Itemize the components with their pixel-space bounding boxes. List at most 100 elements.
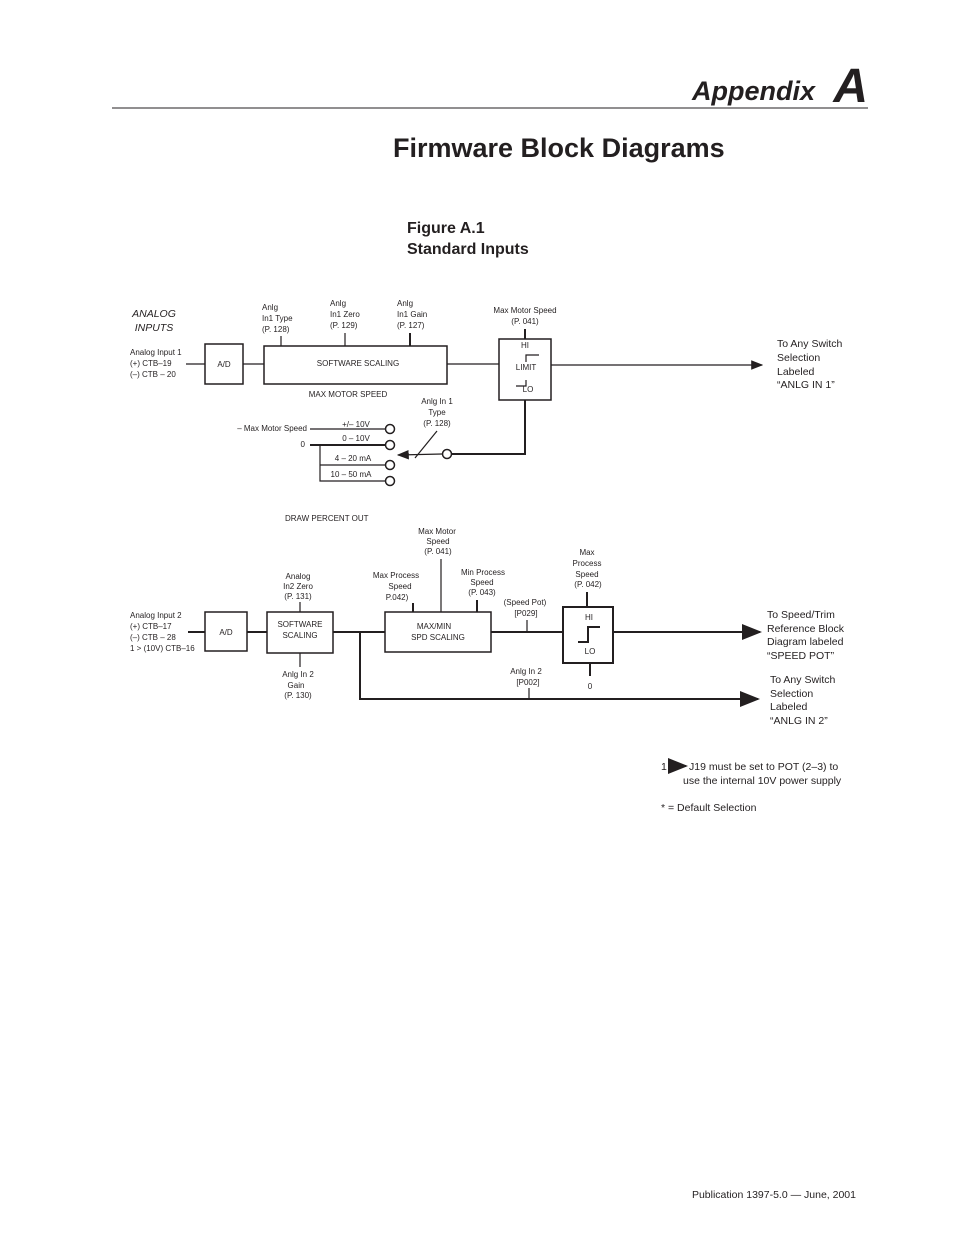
param-label: P.042) <box>386 593 409 602</box>
param-label: Speed <box>388 582 411 591</box>
note-text: use the internal 10V power supply <box>683 775 842 787</box>
param-label: (P. 041) <box>424 547 452 556</box>
output-label: To Speed/Trim <box>767 609 835 621</box>
switch-option: 0 – 10V <box>342 434 370 443</box>
scaling-sub-label: MAX MOTOR SPEED <box>309 390 388 399</box>
limit-label: LIMIT <box>516 363 537 372</box>
scaling-label: SCALING <box>282 631 317 640</box>
page-title: Firmware Block Diagrams <box>393 133 725 163</box>
param-label: (P. 130) <box>284 691 312 700</box>
param-label: Anlg <box>330 299 346 308</box>
switch-option: 10 – 50 mA <box>331 470 373 479</box>
appendix-label: Appendix <box>691 76 816 106</box>
param-label: Max Motor <box>418 527 456 536</box>
param-label: (P. 128) <box>423 419 451 428</box>
param-label: (P. 131) <box>284 592 312 601</box>
limit-hi: HI <box>585 613 593 622</box>
software-scaling-block <box>263 345 448 385</box>
limit-hi: HI <box>521 341 529 350</box>
param-label: (P. 041) <box>511 317 539 326</box>
param-label: (Speed Pot) <box>504 598 547 607</box>
maxmin-label: MAX/MIN <box>417 622 451 631</box>
input-label: (–) CTB – 28 <box>130 633 176 642</box>
section-label: INPUTS <box>135 322 174 334</box>
param-label: In1 Type <box>262 314 293 323</box>
output-label: Diagram labeled <box>767 636 844 648</box>
input-label: Analog Input 1 <box>130 348 182 357</box>
output-label: “ANLG IN 1” <box>777 379 835 391</box>
limit-lo: LO <box>585 647 596 656</box>
param-label: Min Process <box>461 568 505 577</box>
input-label: Analog Input 2 <box>130 611 182 620</box>
appendix-letter: A <box>832 60 868 113</box>
notes: 1 J19 must be set to POT (2–3) to use th… <box>661 758 842 814</box>
maxmin-scaling-block <box>384 611 492 653</box>
draw-label: DRAW PERCENT OUT <box>285 514 369 523</box>
param-label: Process <box>573 559 602 568</box>
param-label: (P. 127) <box>397 321 425 330</box>
switch-option: +/– 10V <box>342 420 370 429</box>
input-label: (–) CTB – 20 <box>130 370 176 379</box>
switch-input-label: – Max Motor Speed <box>237 424 307 433</box>
input-label: 1 > (10V) CTB–16 <box>130 644 195 653</box>
param-label: Speed <box>575 570 598 579</box>
param-label: Anlg In 2 <box>282 670 314 679</box>
param-label: Type <box>428 408 446 417</box>
param-label: (P. 042) <box>574 580 602 589</box>
figure-caption: Standard Inputs <box>407 241 529 258</box>
param-label: Speed <box>470 578 493 587</box>
param-label: Analog <box>286 572 311 581</box>
output-label: “SPEED POT” <box>767 650 835 662</box>
param-label: Anlg In 2 <box>510 667 542 676</box>
param-label: [P029] <box>514 609 537 618</box>
output-label: Labeled <box>770 701 808 713</box>
note-number: 1 <box>661 761 667 773</box>
param-label: Max Motor Speed <box>493 306 556 315</box>
switch-contact <box>384 459 396 471</box>
param-label: (P. 043) <box>468 588 496 597</box>
param-label: In1 Gain <box>397 310 427 319</box>
input-label: (+) CTB–17 <box>130 622 172 631</box>
output-label: To Any Switch <box>777 338 843 350</box>
param-label: Max Process <box>373 571 419 580</box>
publication-footer: Publication 1397-5.0 — June, 2001 <box>692 1189 856 1201</box>
param-label: Anlg <box>397 299 413 308</box>
switch-pivot <box>441 448 453 460</box>
switch-contact <box>384 423 396 435</box>
maxmin-label: SPD SCALING <box>411 633 465 642</box>
param-label: In1 Zero <box>330 310 360 319</box>
ad-label: A/D <box>217 360 231 369</box>
output-label: To Any Switch <box>770 674 836 686</box>
figure-number: Figure A.1 <box>407 220 485 237</box>
note-text: J19 must be set to POT (2–3) to <box>689 761 838 773</box>
param-label: [P002] <box>516 678 539 687</box>
output-label: “ANLG IN 2” <box>770 715 828 727</box>
ad-converter-block <box>204 611 248 652</box>
diagram-analog-input-2: DRAW PERCENT OUT Analog Input 2 (+) CTB–… <box>130 514 845 727</box>
default-note: * = Default Selection <box>661 802 757 814</box>
param-label: Gain <box>288 681 305 690</box>
section-label: ANALOG <box>131 308 176 320</box>
scaling-label: SOFTWARE <box>277 620 322 629</box>
switch-contact <box>384 439 396 451</box>
param-label: Anlg In 1 <box>421 397 453 406</box>
scaling-label: SOFTWARE SCALING <box>317 359 399 368</box>
output-label: Reference Block <box>767 623 845 635</box>
switch-option: 4 – 20 mA <box>335 454 372 463</box>
param-label: Speed <box>426 537 449 546</box>
param-label: (P. 129) <box>330 321 358 330</box>
input-label: (+) CTB–19 <box>130 359 172 368</box>
output-label: Selection <box>770 688 813 700</box>
output-label: Labeled <box>777 366 815 378</box>
limit-block <box>498 338 552 401</box>
param-label: Anlg <box>262 303 278 312</box>
limit-lo: LO <box>523 385 534 394</box>
param-label: In2 Zero <box>283 582 313 591</box>
param-label: Max <box>579 548 594 557</box>
limit-zero: 0 <box>588 682 593 691</box>
output-label: Selection <box>777 352 820 364</box>
ad-label: A/D <box>219 628 233 637</box>
param-label: (P. 128) <box>262 325 290 334</box>
switch-input-label: 0 <box>301 440 306 449</box>
